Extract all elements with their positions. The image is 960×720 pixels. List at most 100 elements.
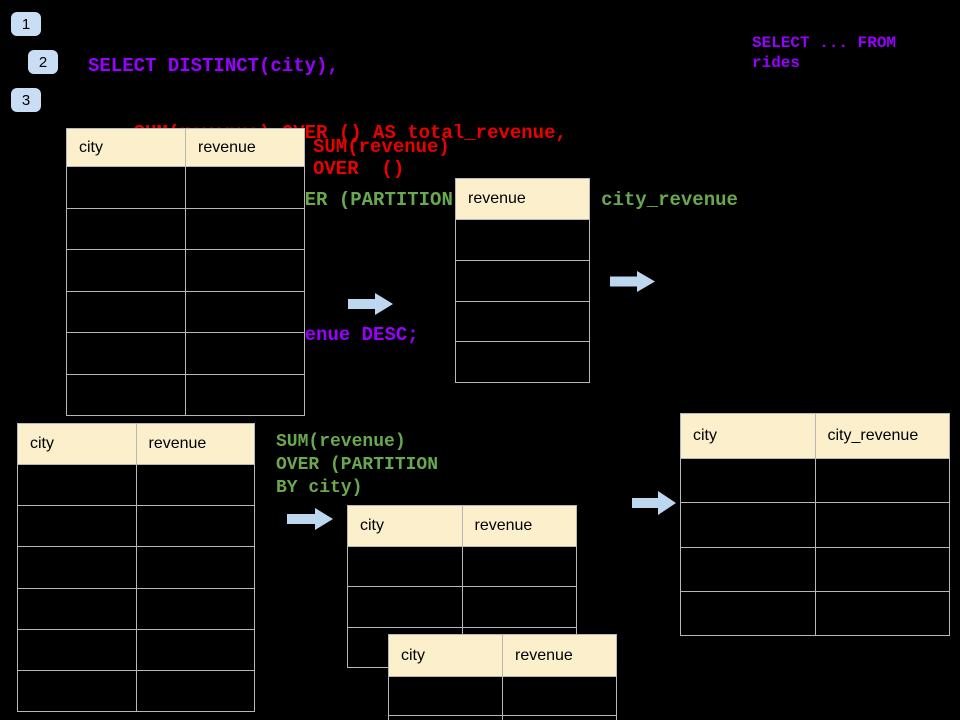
step-badge-1: 1 xyxy=(11,12,41,36)
table-cell xyxy=(389,715,503,720)
table-cell xyxy=(816,548,950,591)
table-row xyxy=(67,332,304,374)
table-header-row: revenue xyxy=(456,179,589,220)
table-row xyxy=(681,459,950,503)
table-cell xyxy=(456,261,589,301)
table-row xyxy=(456,220,589,260)
column-header: revenue xyxy=(456,179,589,219)
column-header: city xyxy=(18,424,137,464)
column-header: city xyxy=(348,506,463,546)
table-cell xyxy=(137,465,255,505)
table-cell xyxy=(137,547,255,587)
table-row xyxy=(681,502,950,547)
table-row xyxy=(389,677,616,715)
step-badge-2: 2 xyxy=(28,50,58,74)
table-cell xyxy=(18,465,137,506)
column-header: city_revenue xyxy=(815,414,949,458)
table-cell xyxy=(681,591,816,635)
table-row xyxy=(18,465,255,506)
column-header: revenue xyxy=(462,506,576,546)
column-header: city xyxy=(681,414,816,458)
table-cell xyxy=(186,292,304,333)
table-row xyxy=(681,546,950,591)
table-cell xyxy=(681,547,816,591)
table-cell xyxy=(681,503,816,547)
table-cell xyxy=(681,459,816,503)
table-cell xyxy=(137,506,255,546)
table-cell xyxy=(186,209,304,250)
table-row xyxy=(67,249,304,291)
table-row xyxy=(681,590,950,635)
table-cell xyxy=(348,587,463,627)
table-cell xyxy=(67,208,186,249)
table-row xyxy=(18,546,255,588)
table-cell xyxy=(67,374,186,415)
column-header: revenue xyxy=(136,424,254,464)
table-cell xyxy=(456,302,589,342)
table-row xyxy=(348,547,577,587)
table-cell xyxy=(67,250,186,291)
table-cell xyxy=(816,459,950,502)
table-row xyxy=(67,373,304,416)
table-cell xyxy=(18,506,137,547)
table-row xyxy=(389,714,616,720)
partition-window-label: SUM(revenue) OVER (PARTITION BY city) xyxy=(276,432,439,498)
table-cell xyxy=(503,716,616,720)
table-cell xyxy=(186,375,304,416)
table-cell xyxy=(67,333,186,374)
table-cell xyxy=(186,167,304,208)
table-cell xyxy=(348,547,463,587)
table-cell xyxy=(816,592,950,635)
table-row xyxy=(67,290,304,333)
table-cell xyxy=(137,630,255,670)
table-cell xyxy=(67,167,186,208)
table-cell xyxy=(463,587,577,626)
table-row xyxy=(348,586,577,627)
arrow-right-icon xyxy=(348,293,393,315)
table-cell xyxy=(456,342,589,382)
table-total-revenue-result: revenue xyxy=(455,178,590,383)
table-cell xyxy=(503,677,616,715)
from-clause-note: SELECT ... FROM rides xyxy=(752,34,897,72)
table-cell xyxy=(137,589,255,629)
table-row xyxy=(456,341,589,382)
table-cell xyxy=(816,503,950,546)
table-row xyxy=(67,167,304,208)
table-row xyxy=(456,300,589,342)
step-badge-3: 3 xyxy=(11,88,41,112)
table-cell xyxy=(67,291,186,332)
table-cell xyxy=(186,333,304,374)
table-cell xyxy=(18,629,137,670)
total-window-label: SUM(revenue) OVER () xyxy=(313,136,450,180)
arrow-right-icon xyxy=(287,508,333,530)
table-cell xyxy=(463,547,577,586)
table-cell xyxy=(18,547,137,588)
table-cell xyxy=(186,250,304,291)
table-cell xyxy=(456,220,589,260)
table-cell xyxy=(18,670,137,712)
table-cell xyxy=(389,677,503,715)
arrow-right-icon xyxy=(610,271,655,292)
table-row xyxy=(18,628,255,670)
column-header: city xyxy=(67,129,186,166)
table-row xyxy=(18,587,255,629)
table-row xyxy=(456,259,589,301)
column-header: city xyxy=(389,635,503,676)
column-header: revenue xyxy=(503,635,616,676)
table-row xyxy=(67,207,304,250)
sql-line-select: SELECT DISTINCT(city), xyxy=(88,54,339,77)
table-row xyxy=(18,505,255,547)
table-cell xyxy=(137,671,255,711)
column-header: revenue xyxy=(186,129,304,166)
